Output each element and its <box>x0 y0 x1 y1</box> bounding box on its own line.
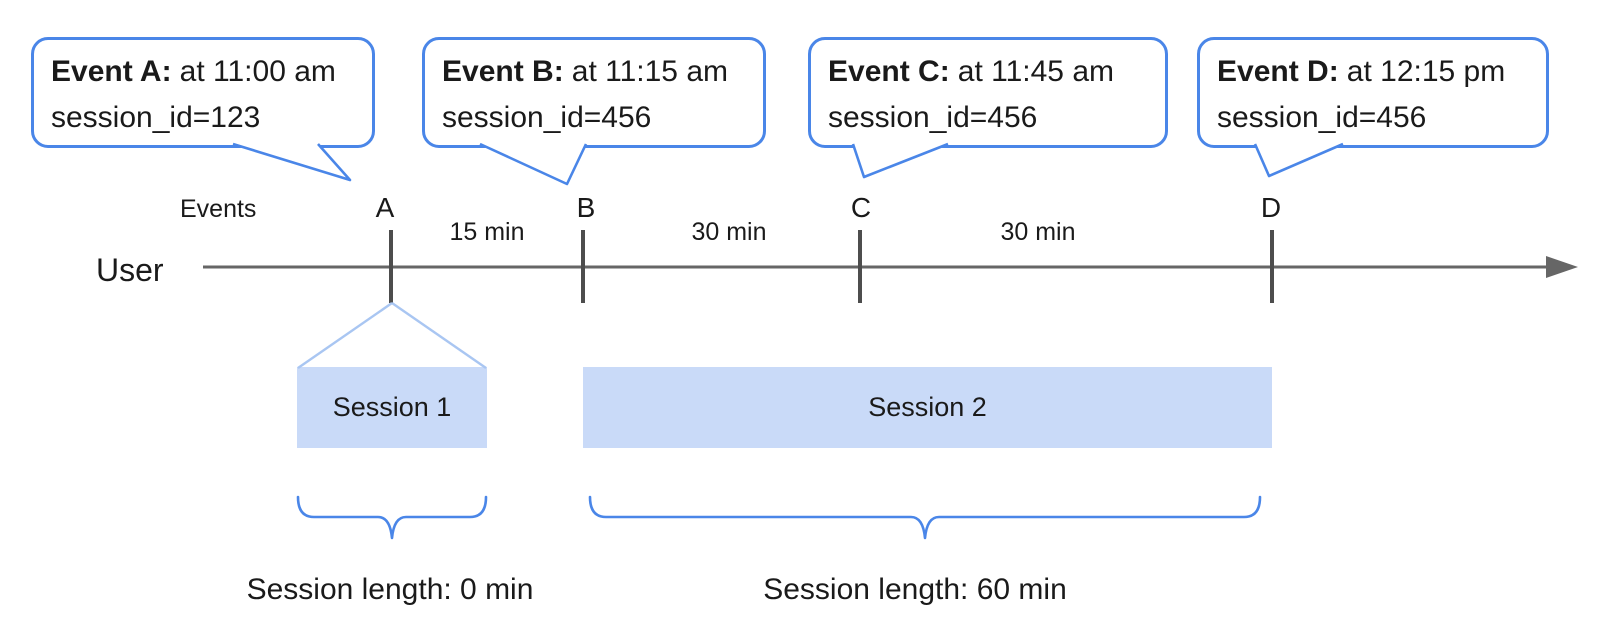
event-a-session-id: session_id=123 <box>51 101 261 134</box>
event-a-name: Event A: <box>51 55 172 88</box>
event-marker-d: D <box>1260 192 1282 223</box>
event-b-time: at 11:15 am <box>571 55 728 88</box>
gap-label-c-d: 30 min <box>1000 218 1076 246</box>
event-a-time: at 11:00 am <box>179 55 336 88</box>
event-marker-a: A <box>375 192 395 223</box>
session-2-label: Session 2 <box>868 392 987 422</box>
session-2-length-label: Session length: 60 min <box>763 573 1067 606</box>
session-1-brace <box>296 495 488 540</box>
session-funnel-lines <box>297 302 487 369</box>
callout-tail-a <box>232 142 352 182</box>
session-2-brace <box>588 495 1262 540</box>
session-1-label: Session 1 <box>332 392 452 422</box>
event-b-session-id: session_id=456 <box>442 101 652 134</box>
event-d-time: at 12:15 pm <box>1346 55 1506 88</box>
events-row-label: Events <box>180 195 257 223</box>
callout-tail-b <box>479 142 588 186</box>
callout-tail-d <box>1253 142 1344 178</box>
callout-event-a: Event A:at 11:00 am session_id=123 <box>31 37 375 148</box>
gap-label-b-c: 30 min <box>691 218 767 246</box>
callout-tail-c <box>851 142 949 179</box>
session-1-length-label: Session length: 0 min <box>246 573 534 606</box>
timeline-arrow-icon <box>1546 256 1578 278</box>
callout-event-b: Event B:at 11:15 am session_id=456 <box>422 37 766 148</box>
session-2-box: Session 2 <box>583 367 1272 448</box>
event-marker-c: C <box>850 192 872 223</box>
event-c-name: Event C: <box>828 55 950 88</box>
gap-label-a-b: 15 min <box>449 218 525 246</box>
session-1-box: Session 1 <box>297 367 487 448</box>
event-d-name: Event D: <box>1217 55 1339 88</box>
event-b-name: Event B: <box>442 55 564 88</box>
event-c-session-id: session_id=456 <box>828 101 1038 134</box>
callout-event-d: Event D:at 12:15 pm session_id=456 <box>1197 37 1549 148</box>
event-marker-b: B <box>576 192 596 223</box>
event-c-time: at 11:45 am <box>957 55 1114 88</box>
callout-event-c: Event C:at 11:45 am session_id=456 <box>808 37 1168 148</box>
event-d-session-id: session_id=456 <box>1217 101 1427 134</box>
user-row-label: User <box>96 252 164 288</box>
